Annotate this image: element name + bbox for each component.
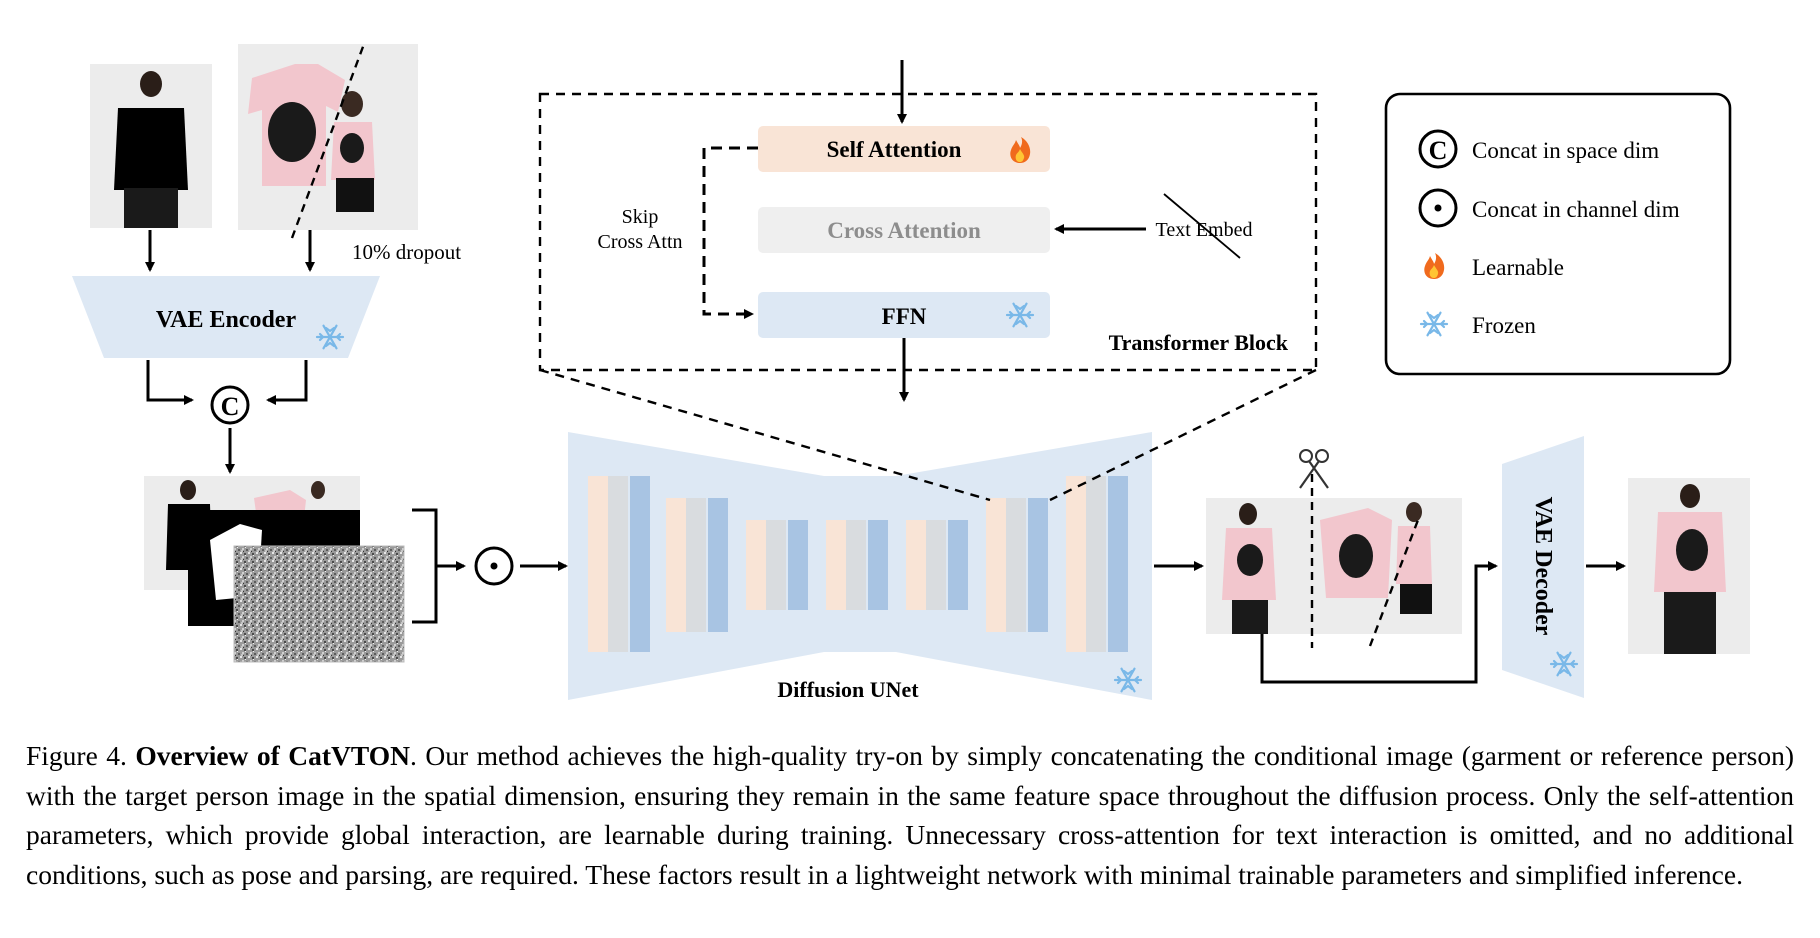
- cross-attention-block: [758, 207, 1050, 253]
- legend-item-label: Frozen: [1472, 313, 1536, 338]
- skip-label-line2: Cross Attn: [597, 231, 682, 253]
- unet-encoder-layers: [588, 476, 808, 652]
- concat-channel-icon: [474, 546, 514, 586]
- target-person-image: [90, 64, 212, 228]
- arrow: [266, 360, 308, 405]
- diffusion-unet: [568, 432, 1152, 700]
- unet-middle-layers: [826, 520, 968, 610]
- cross-attention-label: Cross Attention: [827, 218, 981, 243]
- caption-prefix: Figure 4.: [26, 740, 127, 771]
- skip-connection-arrow: [702, 146, 758, 319]
- scissors-icon: [1299, 449, 1329, 489]
- vae-encoder-label: VAE Encoder: [156, 307, 297, 333]
- caption-title: Overview of CatVTON: [135, 740, 410, 771]
- figure-caption: Figure 4. Overview of CatVTON. Our metho…: [26, 736, 1794, 894]
- unet-output-image: [1206, 474, 1462, 648]
- ffn-label: FFN: [882, 304, 927, 329]
- transformer-block-label: Transformer Block: [1109, 330, 1289, 355]
- concatenated-image-stack: [144, 476, 405, 663]
- try-on-result-image: [1628, 478, 1750, 654]
- catvton-overview-diagram: 10% dropout VAE Encoder C: [72, 43, 1750, 702]
- zoom-line: [1049, 368, 1317, 502]
- unet-label: Diffusion UNet: [777, 677, 919, 702]
- legend-item-label: Concat in space dim: [1472, 138, 1659, 163]
- zoom-line: [539, 368, 991, 502]
- caption-body: . Our method achieves the high-quality t…: [26, 740, 1795, 890]
- vae-decoder-block: [1502, 436, 1584, 698]
- dropout-label: 10% dropout: [352, 240, 461, 264]
- self-attention-block: [758, 126, 1050, 172]
- concat-space-icon: C: [210, 385, 250, 425]
- svg-text:C: C: [1429, 136, 1448, 165]
- unet-decoder-layers: [986, 476, 1128, 652]
- legend-concat-space-icon: C: [1418, 129, 1458, 169]
- self-attention-label: Self Attention: [827, 137, 962, 162]
- vae-encoder-block: [72, 276, 380, 358]
- ffn-block: [758, 292, 1050, 338]
- vae-decoder-label: VAE Decoder: [1530, 497, 1556, 636]
- legend: C: [1384, 92, 1732, 376]
- legend-item-label: Concat in channel dim: [1472, 197, 1680, 222]
- svg-text:C: C: [221, 392, 240, 421]
- skip-label-line1: Skip: [622, 206, 659, 228]
- arrow: [146, 360, 194, 405]
- cropped-output-arrow: [1260, 561, 1498, 684]
- legend-concat-channel-icon: [1418, 188, 1458, 228]
- bracket: [412, 508, 438, 624]
- transformer-block: [538, 92, 1318, 372]
- legend-item-label: Learnable: [1472, 255, 1564, 280]
- text-embed-label: Text Embed: [1156, 219, 1253, 241]
- strike-line: [1163, 193, 1241, 259]
- garment-reference-image: [238, 43, 418, 239]
